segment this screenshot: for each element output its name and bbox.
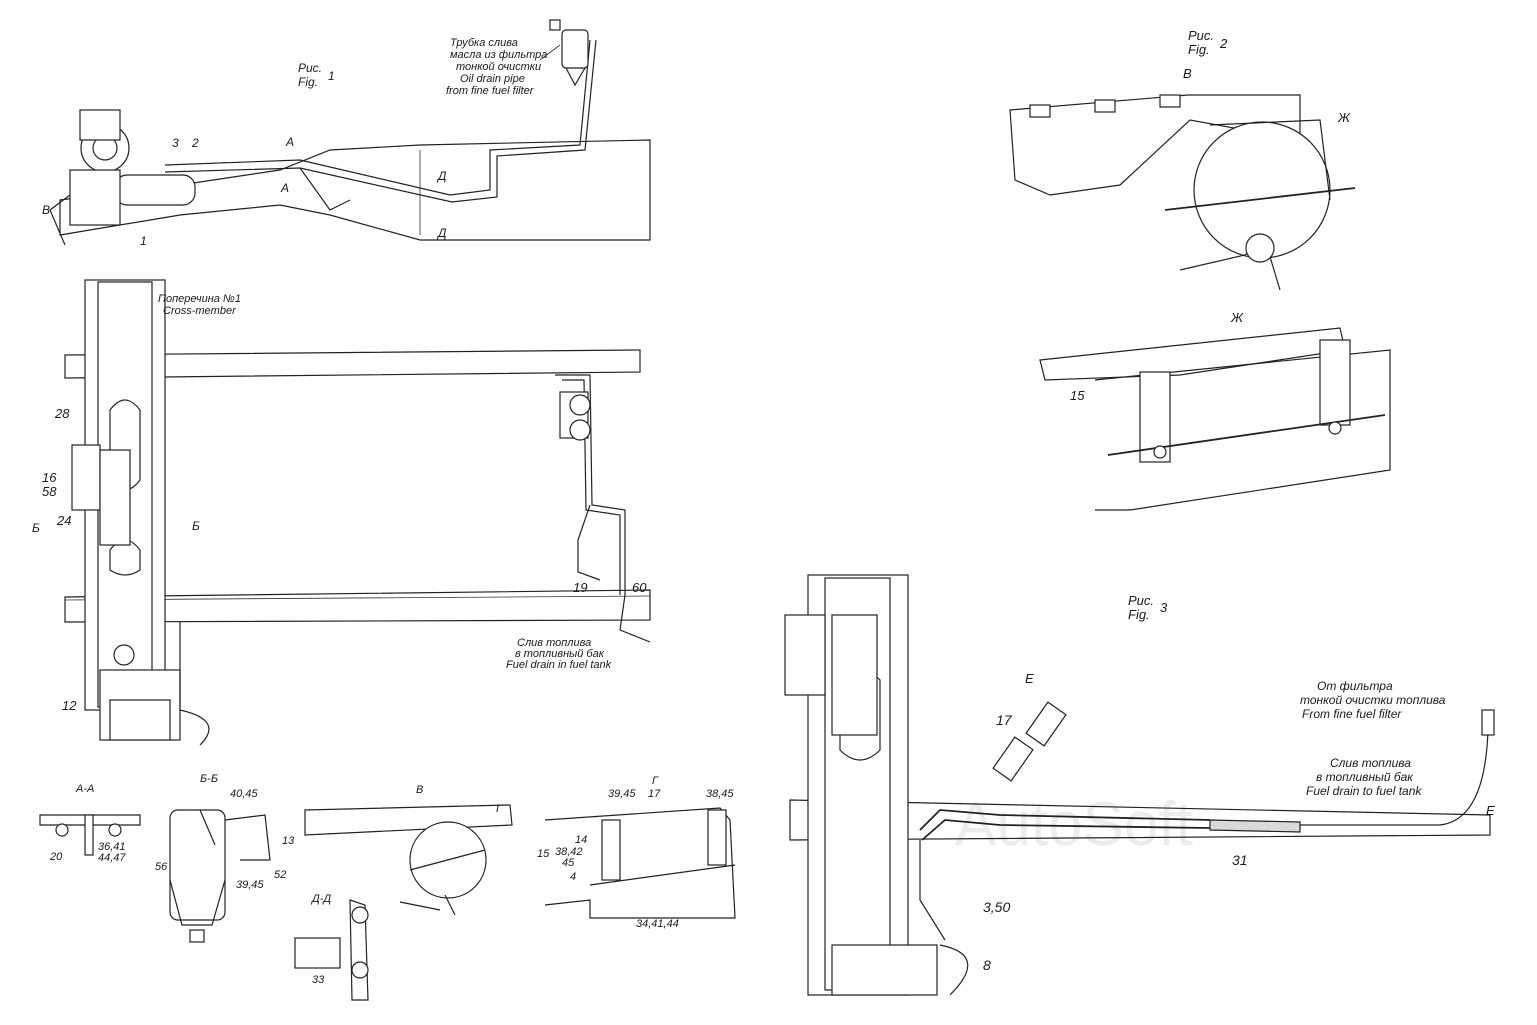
oil-drain-line-4: Oil drain pipe <box>460 73 525 85</box>
callout-33: 33 <box>312 974 325 986</box>
from-filter-line-3: From fine fuel filter <box>1302 707 1402 721</box>
section-title-g: Г <box>652 775 659 787</box>
fig1-label-en: Fig. <box>298 75 318 89</box>
callout-12: 12 <box>62 698 77 713</box>
fuel-drain-note-fig3: Слив топлива в топливный бак Fuel drain … <box>1306 756 1422 798</box>
fig3-mark-e-arrow: Е <box>1486 803 1495 818</box>
callout-56: 56 <box>155 861 168 873</box>
section-title-bb: Б-Б <box>200 773 218 785</box>
callout-3-50: 3,50 <box>983 899 1010 915</box>
fig2-mark-zh-arrow: Ж <box>1337 110 1351 125</box>
callout-17-g: 17 <box>648 788 661 800</box>
section-mark-a-top: А <box>285 135 294 149</box>
callout-38-45: 38,45 <box>706 788 734 800</box>
callout-19: 19 <box>573 580 587 595</box>
callout-38-42: 38,42 <box>555 846 583 858</box>
callout-15: 15 <box>1070 388 1085 403</box>
section-aa <box>39 814 141 856</box>
callout-34-41-44: 34,41,44 <box>636 918 679 930</box>
callout-39-45: 39,45 <box>236 879 264 891</box>
fig3-view-e: Е <box>1025 671 1034 686</box>
callout-36-41: 36,41 <box>98 841 126 853</box>
fig1-label-num: 1 <box>328 69 335 83</box>
oil-drain-line-2: масла из фильтра <box>450 49 547 61</box>
callout-16: 16 <box>42 470 57 485</box>
section-bb <box>169 809 271 943</box>
section-mark-b-left: Б <box>32 521 40 535</box>
fig2-view-v: В <box>1183 66 1192 81</box>
fuel-drain-fig1-line-2: в топливный бак <box>515 648 605 660</box>
callout-15-g: 15 <box>537 848 550 860</box>
callout-31: 31 <box>1232 852 1248 868</box>
cross-member-en: Cross-member <box>163 305 237 317</box>
section-mark-g: Г <box>496 803 503 815</box>
callout-3: 3 <box>172 136 179 150</box>
fig2-label-num: 2 <box>1219 36 1228 51</box>
fig3-label-num: 3 <box>1160 600 1168 615</box>
fuel-drain-fig3-line-1: Слив топлива <box>1330 756 1411 770</box>
callout-45: 45 <box>562 857 575 869</box>
callout-28: 28 <box>54 406 70 421</box>
section-title-aa: А-А <box>75 783 94 795</box>
fuel-drain-fig3-line-3: Fuel drain to fuel tank <box>1306 784 1422 798</box>
section-dd <box>294 899 369 1001</box>
section-mark-b-right: Б <box>192 519 200 533</box>
from-filter-line-1: От фильтра <box>1317 679 1393 693</box>
callout-60: 60 <box>632 580 647 595</box>
fuel-drain-fig1-line-3: Fuel drain in fuel tank <box>506 659 612 671</box>
callout-8: 8 <box>983 957 991 973</box>
section-mark-v-fig1: В <box>42 203 50 217</box>
callout-2: 2 <box>191 136 199 150</box>
fig2-label-ru: Рис. <box>1188 28 1214 43</box>
callout-13: 13 <box>282 835 295 847</box>
callout-44-47: 44,47 <box>98 852 126 864</box>
section-mark-a-bottom: А <box>280 181 289 195</box>
fuel-drain-fig3-line-2: в топливный бак <box>1316 770 1414 784</box>
callout-20: 20 <box>49 851 63 863</box>
fig2-view-zh: Ж <box>1230 310 1244 325</box>
fuel-drain-fig1-line-1: Слив топлива <box>517 637 591 649</box>
callout-39-45-g: 39,45 <box>608 788 636 800</box>
section-v-small <box>304 804 513 916</box>
from-filter-note: От фильтра тонкой очистки топлива From f… <box>1300 679 1446 721</box>
callout-40-45: 40,45 <box>230 788 258 800</box>
callout-24: 24 <box>56 513 71 528</box>
callout-14: 14 <box>575 834 587 846</box>
section-g <box>544 807 736 919</box>
fig1-label-ru: Рис. <box>298 61 322 75</box>
section-title-v-small: В <box>416 784 423 796</box>
fuel-drain-note-fig1: Слив топлива в топливный бак Fuel drain … <box>506 637 612 671</box>
from-filter-line-2: тонкой очистки топлива <box>1300 693 1446 707</box>
callout-58: 58 <box>42 484 57 499</box>
fig2-label-en: Fig. <box>1188 42 1210 57</box>
callout-17: 17 <box>996 712 1013 728</box>
section-mark-d-bottom: Д <box>436 226 447 240</box>
callout-52: 52 <box>274 869 286 881</box>
fig2-view-zh-drawing <box>1039 327 1391 511</box>
oil-drain-note: Трубка слива масла из фильтра тонкой очи… <box>446 37 561 97</box>
oil-drain-line-1: Трубка слива <box>450 37 518 49</box>
section-title-dd: Д-Д <box>310 893 331 905</box>
oil-drain-line-5: from fine fuel filter <box>446 85 535 97</box>
fig3-label-ru: Рис. <box>1128 593 1154 608</box>
cross-member-ru: Поперечина №1 <box>158 293 241 305</box>
fig3-drawing <box>784 574 1495 996</box>
fig3-label-en: Fig. <box>1128 607 1150 622</box>
callout-1: 1 <box>140 234 147 248</box>
section-mark-d-top: Д <box>436 169 447 183</box>
fig2-view-v-drawing <box>1009 94 1356 291</box>
fig1-side-view <box>49 19 651 246</box>
callout-4: 4 <box>570 871 576 883</box>
oil-drain-line-3: тонкой очистки <box>456 61 541 73</box>
fig1-plan-view <box>64 279 651 746</box>
